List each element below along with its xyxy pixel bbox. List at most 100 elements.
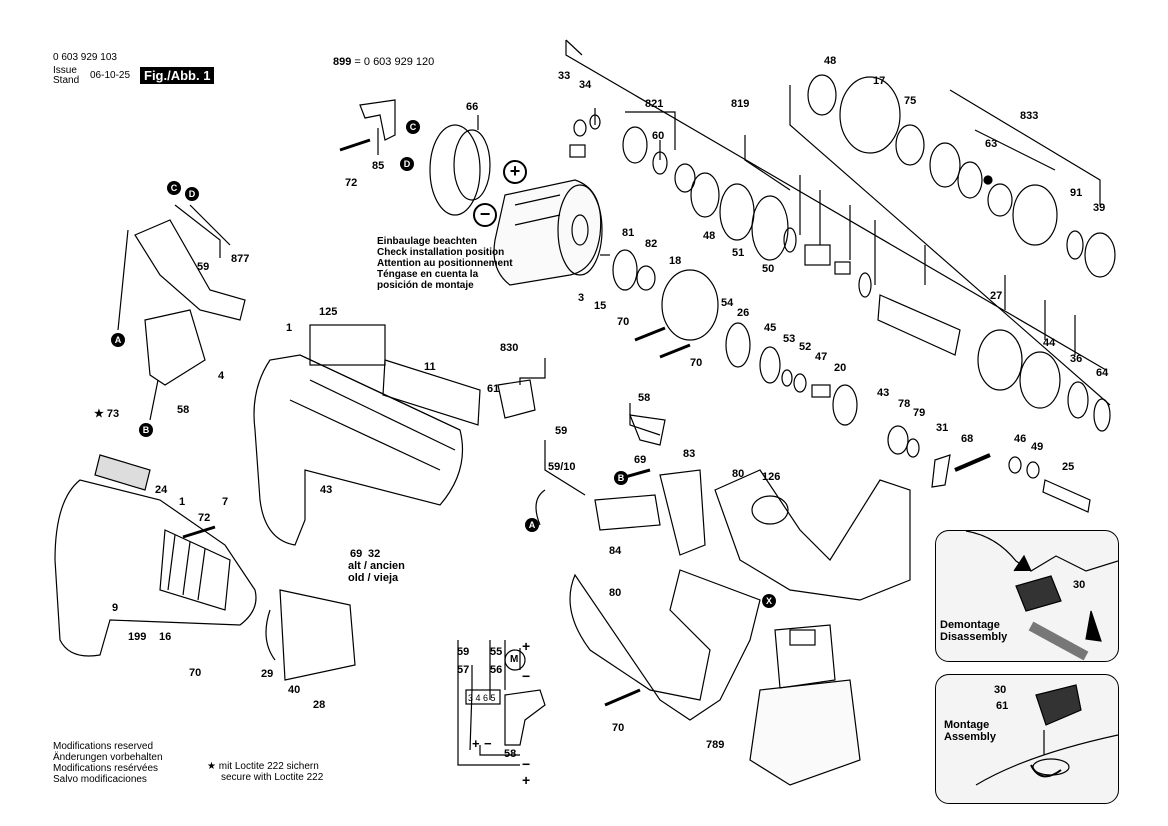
part-72a: 72: [345, 177, 358, 189]
part-48b: 48: [703, 230, 716, 242]
fig-label: Fig./Abb. 1: [140, 67, 215, 84]
part-40: 40: [288, 684, 301, 696]
part-29: 29: [261, 668, 274, 680]
part-32: 32: [368, 548, 381, 560]
minus-symbol: −: [473, 203, 497, 227]
wiring-minus-1: −: [522, 668, 531, 684]
part-9: 9: [112, 602, 119, 614]
part-44: 44: [1043, 337, 1056, 349]
part-70a: 70: [617, 316, 630, 328]
part-64: 64: [1096, 367, 1109, 379]
part-15: 15: [594, 300, 607, 312]
old-label-line: old / vieja: [348, 572, 399, 584]
part-69b: 69: [350, 548, 363, 560]
disassembly-inset: Demontage Disassembly: [935, 530, 1119, 662]
issue-label: Issue Stand: [53, 65, 80, 86]
wiring-label-56: 56: [490, 664, 503, 676]
mod-line: Änderungen vorbehalten: [53, 752, 163, 763]
part-75: 75: [904, 95, 917, 107]
drive-parts: [569, 74, 1116, 513]
part-34: 34: [579, 79, 592, 91]
ring: [429, 124, 481, 216]
install-note-line: posición de montaje: [377, 280, 474, 291]
part-28: 28: [313, 699, 326, 711]
part-82: 82: [645, 238, 658, 250]
wiring-minus-3: −: [522, 756, 531, 772]
wiring-label-59: 59: [457, 646, 470, 658]
wiring-plus-2: +: [472, 736, 480, 751]
part-84: 84: [609, 545, 622, 557]
part-43b: 43: [320, 484, 333, 496]
inset-disassembly-label: Disassembly: [940, 631, 1008, 643]
part-80b: 80: [609, 587, 622, 599]
inset-demontage-label: Demontage: [940, 619, 1000, 631]
doc-number: 0 603 929 103: [53, 52, 117, 63]
symbol-b-2: B: [614, 471, 628, 485]
symbol-a-1: A: [111, 333, 125, 347]
wiring-diagram: [457, 640, 546, 766]
mod-line: Salvo modificaciones: [53, 774, 147, 785]
part-51: 51: [732, 247, 745, 259]
part-830: 830: [500, 342, 519, 354]
part-819: 819: [731, 98, 750, 110]
part-46: 46: [1014, 433, 1027, 445]
part-17: 17: [873, 75, 886, 87]
part-79: 79: [913, 407, 926, 419]
part-85: 85: [372, 160, 385, 172]
part-72b: 72: [198, 512, 211, 524]
symbol-b-1: B: [139, 423, 153, 437]
part-58b: 58: [638, 392, 651, 404]
part-4: 4: [218, 370, 225, 382]
part-11: 11: [424, 361, 436, 373]
assembly-inset: Montage Assembly: [935, 674, 1119, 804]
install-note-line: Téngase en cuenta la: [377, 269, 479, 280]
part-36: 36: [1070, 353, 1083, 365]
part-61b: 61: [996, 700, 1009, 712]
part-26: 26: [737, 307, 750, 319]
wiring-label-55: 55: [490, 646, 503, 658]
battery-drawing: [749, 624, 861, 786]
part-61a: 61: [487, 383, 500, 395]
assembly-drawing: [975, 684, 1118, 786]
part-80a: 80: [732, 468, 745, 480]
part-69a: 69: [634, 454, 647, 466]
old-label: alt / ancien old / vieja: [348, 560, 405, 584]
part-20: 20: [834, 362, 847, 374]
housing: [253, 324, 536, 546]
loctite-note: ★ mit Loctite 222 sichern secure with Lo…: [207, 761, 323, 783]
part-47: 47: [815, 351, 828, 363]
part-70c: 70: [189, 667, 202, 679]
symbol-d-1: D: [400, 157, 414, 171]
part-50: 50: [762, 263, 775, 275]
part-16: 16: [159, 631, 172, 643]
part-58a: 58: [177, 404, 190, 416]
part-59a: 59: [197, 261, 210, 273]
part-821: 821: [645, 98, 664, 110]
part-91: 91: [1070, 187, 1083, 199]
plus-symbol: +: [503, 160, 527, 184]
part-63: 63: [985, 138, 998, 150]
part-24: 24: [155, 484, 168, 496]
part-83: 83: [683, 448, 696, 460]
issue-date: 06-10-25: [90, 70, 131, 81]
wiring-minus-2: −: [484, 736, 492, 751]
disassembly-drawing: [965, 531, 1118, 661]
symbol-c-2: C: [167, 181, 181, 195]
old-label-line: alt / ancien: [348, 560, 405, 572]
wiring-label-57: 57: [457, 664, 470, 676]
install-note: Einbaulage beachten Check installation p…: [377, 236, 513, 291]
part-59b: 59: [555, 425, 568, 437]
wiring-plus-3: +: [522, 772, 531, 788]
symbol-x: X: [762, 594, 776, 608]
loctite-line: secure with Loctite 222: [221, 772, 324, 783]
part-33: 33: [558, 70, 571, 82]
part-18: 18: [669, 255, 682, 267]
part-25: 25: [1062, 461, 1075, 473]
part-54: 54: [721, 297, 734, 309]
part-52: 52: [799, 341, 812, 353]
part-81: 81: [622, 227, 635, 239]
mod-line: Modifications resérvées: [53, 763, 159, 774]
modifications-note: Modifications reserved Änderungen vorbeh…: [53, 741, 163, 785]
part-59-10: 59/10: [548, 461, 576, 473]
lower-housing: [569, 569, 761, 721]
